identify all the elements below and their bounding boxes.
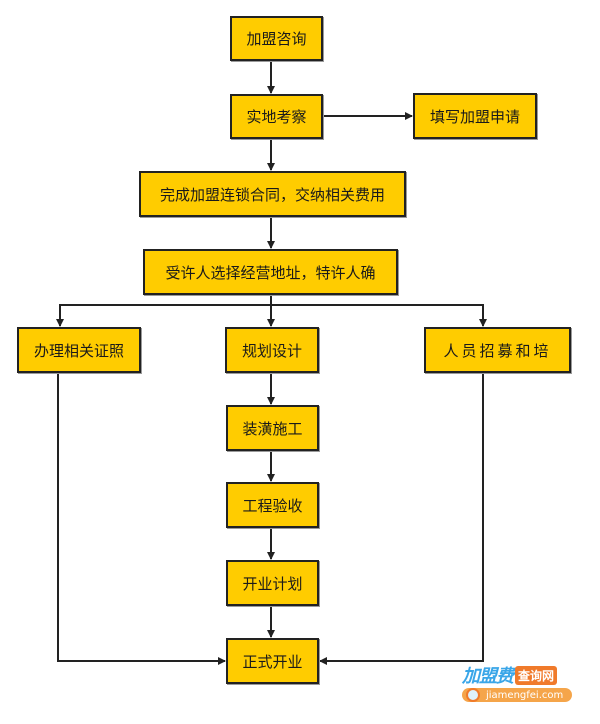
node-label: 加盟咨询 <box>246 30 307 48</box>
node-label: 开业计划 <box>242 574 303 593</box>
node-acceptance: 工程验收 <box>226 482 319 528</box>
node-plan: 开业计划 <box>226 560 319 606</box>
edge-staff-to-open <box>319 373 484 665</box>
node-design: 规划设计 <box>225 327 319 373</box>
node-site: 受许人选择经营地址，特许人确 <box>143 249 398 295</box>
node-label: 办理相关证照 <box>33 341 124 360</box>
node-label: 正式开业 <box>242 652 303 671</box>
edge-site-to-staff <box>271 304 487 327</box>
node-contract: 完成加盟连锁合同，交纳相关费用 <box>139 171 406 217</box>
node-label: 完成加盟连锁合同，交纳相关费用 <box>159 185 385 204</box>
node-inspect: 实地考察 <box>230 94 323 139</box>
node-consult: 加盟咨询 <box>230 16 323 61</box>
node-label: 工程验收 <box>242 496 303 515</box>
node-license: 办理相关证照 <box>17 327 141 373</box>
node-label: 人员招募和培 <box>443 341 552 360</box>
watermark-logo: 加盟费 查询网 jiamengfei.com <box>462 664 574 708</box>
node-apply: 填写加盟申请 <box>413 93 537 139</box>
magnifier-icon <box>466 688 480 702</box>
edge-license-to-open <box>57 373 226 665</box>
node-open: 正式开业 <box>226 638 319 684</box>
node-label: 规划设计 <box>241 341 302 360</box>
node-label: 实地考察 <box>246 108 307 126</box>
watermark-brand: 加盟费 <box>462 666 514 687</box>
node-label: 受许人选择经营地址，特许人确 <box>165 263 376 282</box>
node-label: 装潢施工 <box>242 419 303 438</box>
watermark-badge: 查询网 <box>515 665 558 685</box>
watermark-url: jiamengfei.com <box>486 689 564 701</box>
node-label: 填写加盟申请 <box>429 107 520 126</box>
node-decor: 装潢施工 <box>226 405 319 451</box>
node-staff: 人员招募和培 <box>424 327 571 373</box>
edge-site-to-license <box>56 295 272 327</box>
